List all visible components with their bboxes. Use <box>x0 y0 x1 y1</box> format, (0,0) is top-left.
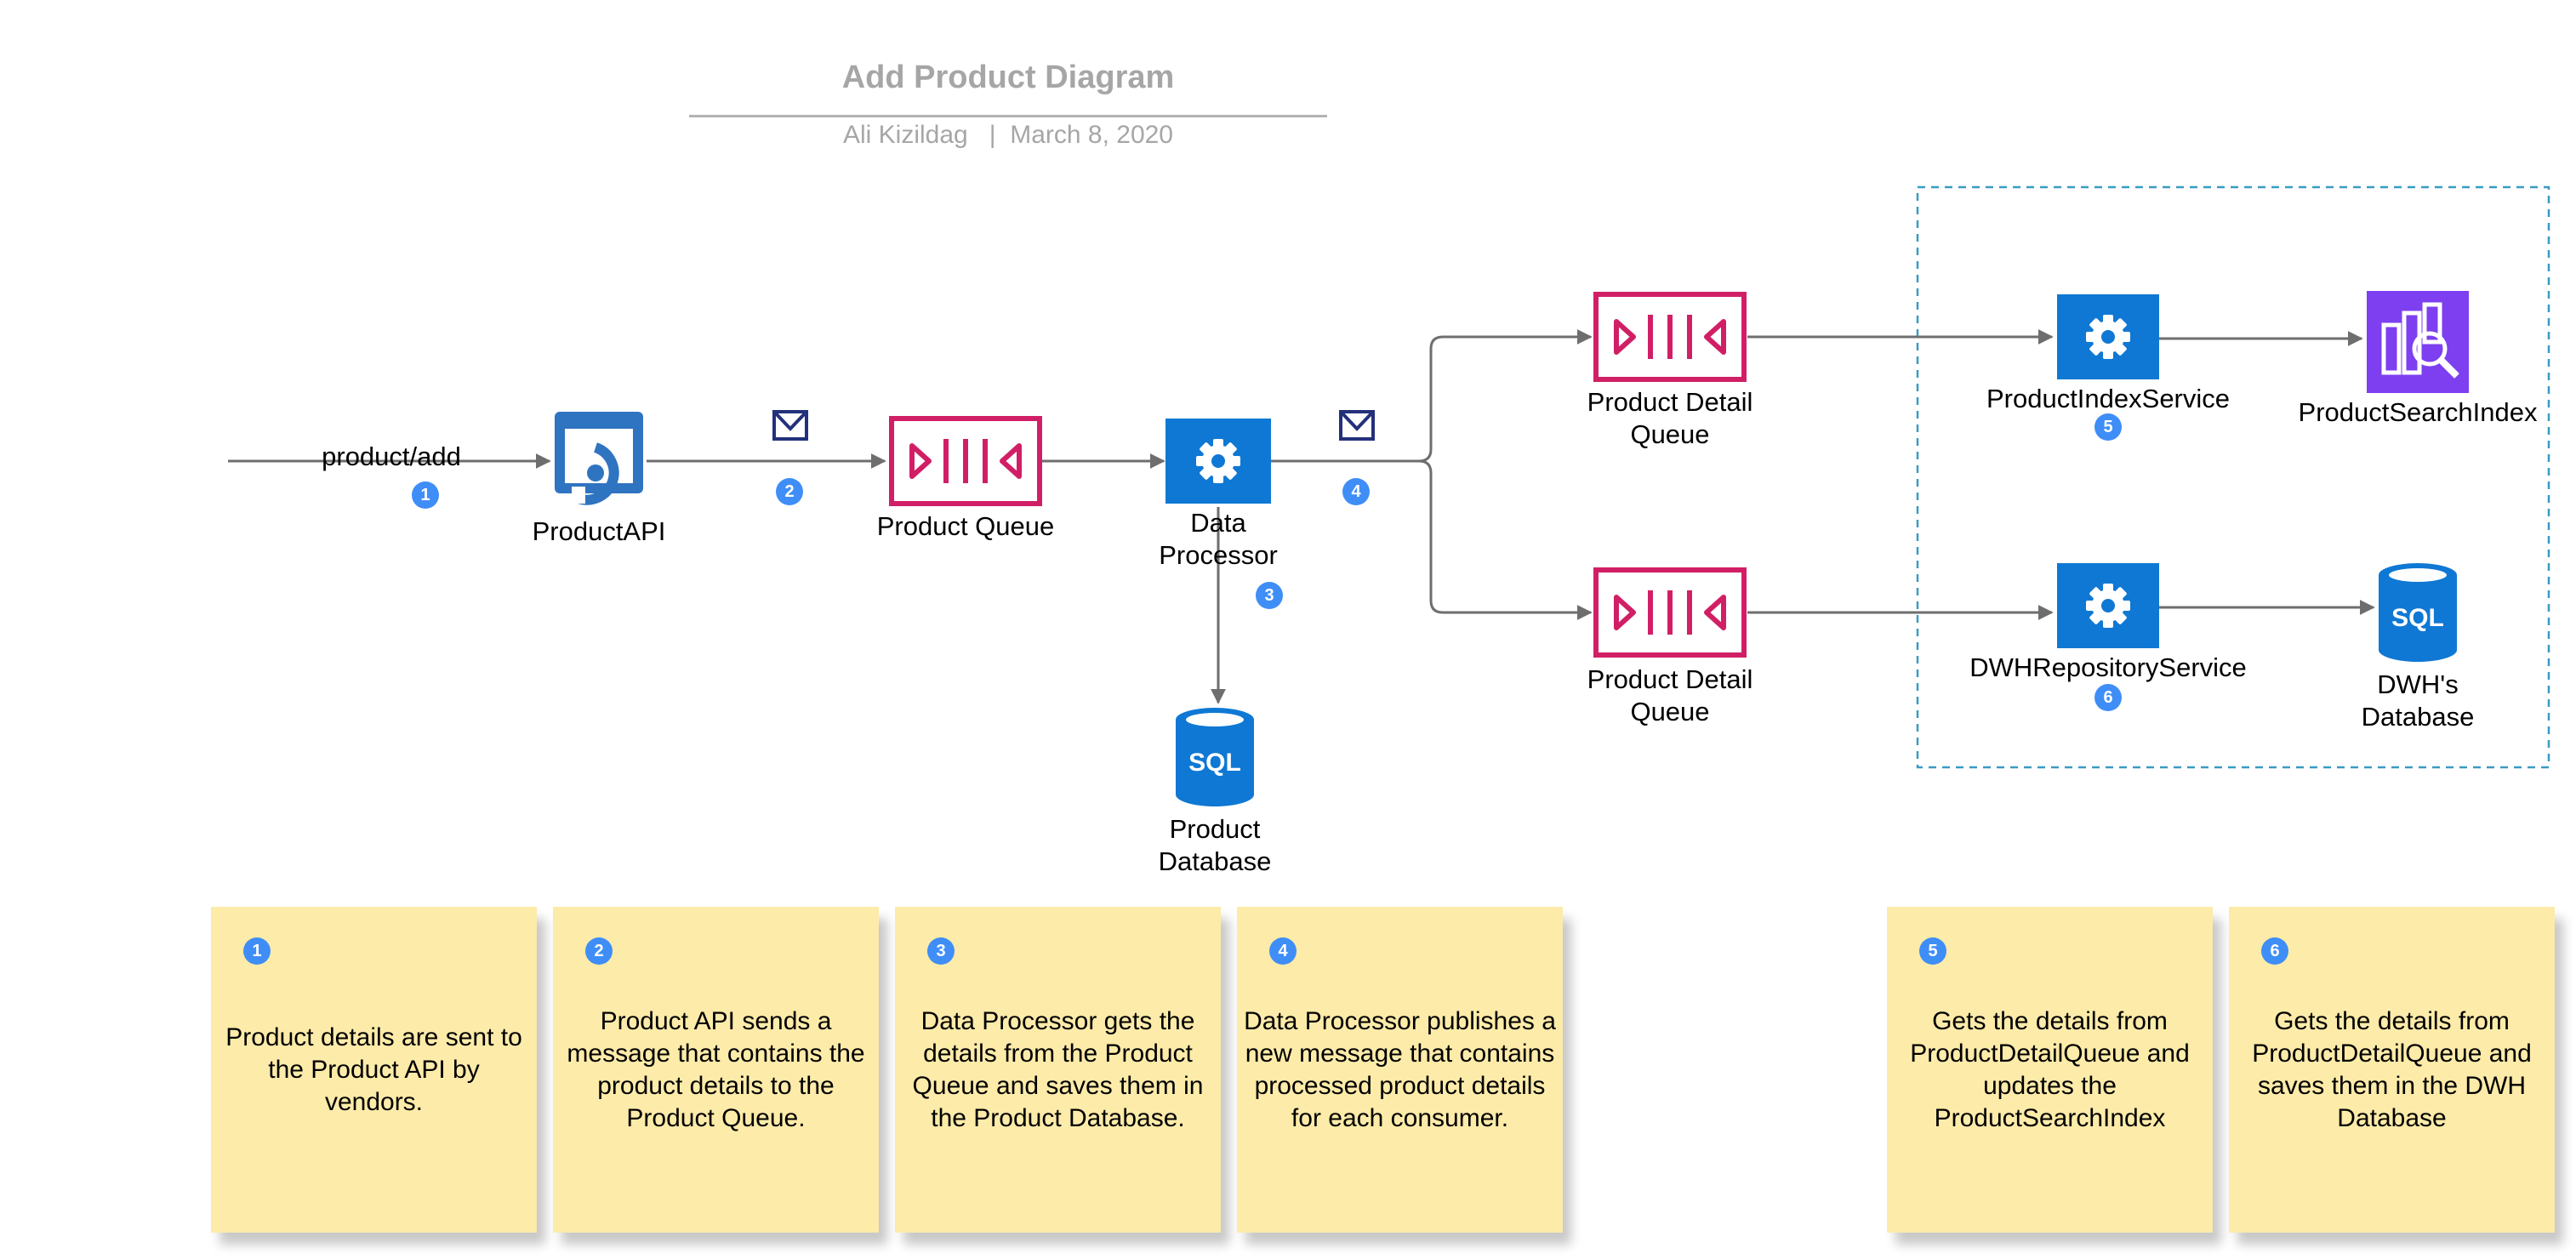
sticky-note: 2 Product API sends a message that conta… <box>553 907 879 1233</box>
entry-endpoint-label: product/add <box>322 442 461 471</box>
svg-text:SQL: SQL <box>2391 604 2444 632</box>
data-processor-label: Data Processor <box>1133 507 1303 572</box>
gear-service-icon <box>2057 294 2159 379</box>
sql-database-icon: SQL <box>2379 563 2457 662</box>
diagram-byline: Ali Kizildag | March 8, 2020 <box>689 121 1327 150</box>
title-divider <box>689 115 1327 117</box>
queue-icon <box>1593 567 1747 658</box>
step-badge: 2 <box>776 478 803 505</box>
detail-queue-bottom-label: Product Detail Queue <box>1568 664 1772 728</box>
product-api-label: ProductAPI <box>532 516 666 546</box>
sql-database-icon: SQL <box>1176 708 1254 806</box>
sticky-note: 6 Gets the details from ProductDetailQue… <box>2229 907 2555 1233</box>
product-queue-label: Product Queue <box>876 511 1055 541</box>
note-number-badge: 3 <box>927 937 955 965</box>
sticky-note: 5 Gets the details from ProductDetailQue… <box>1887 907 2213 1233</box>
product-database-label: Product Database <box>1130 813 1300 878</box>
note-number-badge: 5 <box>1919 937 1946 965</box>
note-text: Data Processor gets the details from the… <box>912 1006 1204 1132</box>
byline-separator: | <box>989 121 996 149</box>
queue-icon <box>1593 292 1747 382</box>
product-search-index-label: ProductSearchIndex <box>2298 397 2538 427</box>
product-database-label-line2: Database <box>1158 846 1272 876</box>
note-number-badge: 6 <box>2261 937 2288 965</box>
detail-queue-top-label-line1: Product Detail <box>1587 387 1753 417</box>
data-processor-label-line2: Processor <box>1159 540 1278 570</box>
gear-service-icon <box>1165 419 1271 504</box>
search-index-icon <box>2367 291 2469 393</box>
consumer-boundary <box>1916 185 2550 769</box>
dwh-database-label: DWH's Database <box>2333 669 2503 733</box>
step-badge: 6 <box>2094 684 2122 711</box>
sticky-note: 4 Data Processor publishes a new message… <box>1237 907 1563 1233</box>
step-badge: 1 <box>412 481 439 509</box>
author-name: Ali Kizildag <box>843 121 968 149</box>
note-text: Gets the details from ProductDetailQueue… <box>1910 1006 2190 1132</box>
dwh-database-label-line1: DWH's <box>2377 669 2459 699</box>
diagram-title: Add Product Diagram <box>841 60 1175 95</box>
note-text: Gets the details from ProductDetailQueue… <box>2252 1006 2532 1132</box>
dwh-repository-service-label: DWHRepositoryService <box>1969 652 2247 682</box>
api-management-icon <box>555 412 643 505</box>
note-number-badge: 4 <box>1269 937 1297 965</box>
connector-processor-to-detail-queue-bottom <box>1418 459 1593 620</box>
data-processor-label-line1: Data <box>1190 508 1246 538</box>
dwh-database-label-line2: Database <box>2361 702 2475 732</box>
svg-text:SQL: SQL <box>1188 749 1241 777</box>
note-text: Data Processor publishes a new message t… <box>1244 1006 1556 1132</box>
envelope-icon <box>772 410 808 441</box>
envelope-icon <box>1339 410 1375 441</box>
queue-icon <box>889 416 1042 506</box>
step-badge: 3 <box>1256 582 1283 609</box>
sticky-note: 1 Product details are sent to the Produc… <box>211 907 537 1233</box>
note-number-badge: 1 <box>243 937 271 965</box>
note-number-badge: 2 <box>585 937 613 965</box>
note-text: Product API sends a message that contain… <box>567 1006 865 1132</box>
note-text: Product details are sent to the Product … <box>225 1023 522 1116</box>
step-badge: 4 <box>1342 478 1370 505</box>
detail-queue-bottom-label-line2: Queue <box>1630 697 1710 726</box>
detail-queue-top-label-line2: Queue <box>1630 419 1710 449</box>
sticky-note: 3 Data Processor gets the details from t… <box>895 907 1221 1233</box>
detail-queue-top-label: Product Detail Queue <box>1568 386 1772 451</box>
detail-queue-bottom-label-line1: Product Detail <box>1587 664 1753 694</box>
product-database-label-line1: Product <box>1169 814 1261 844</box>
step-badge: 5 <box>2094 413 2122 441</box>
gear-service-icon <box>2057 563 2159 648</box>
diagram-date: March 8, 2020 <box>1010 121 1173 149</box>
connector-processor-to-detail-queue-top <box>1271 329 1593 463</box>
product-index-service-label: ProductIndexService <box>1986 384 2231 413</box>
